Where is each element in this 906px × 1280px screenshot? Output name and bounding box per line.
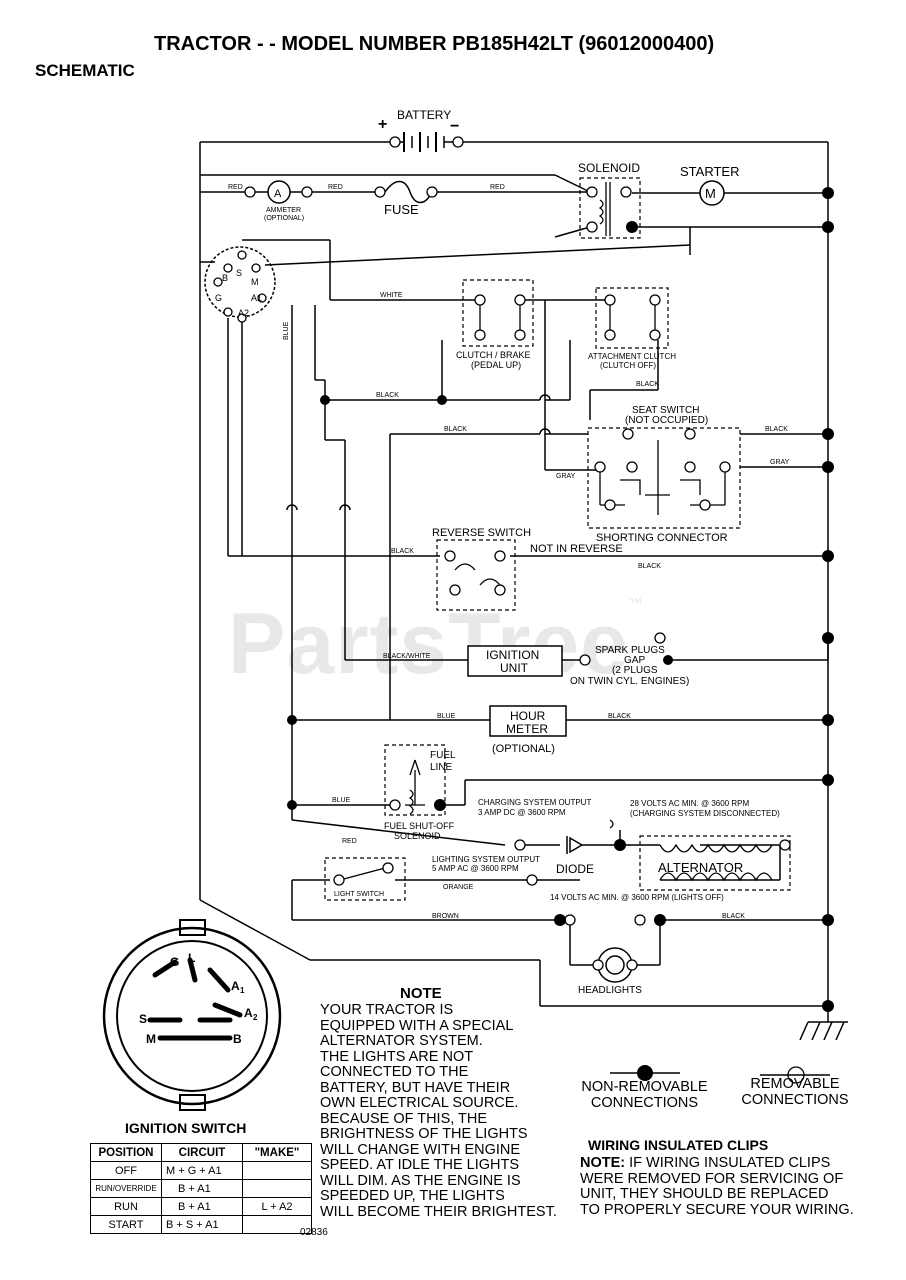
- table-header-row: POSITION CIRCUIT "MAKE": [90, 1143, 312, 1162]
- fuel-shutoff-label-1: FUEL SHUT-OFF: [384, 821, 455, 831]
- knob-g: G: [170, 955, 179, 969]
- key-terminal-g: G: [215, 293, 222, 303]
- wire-black-2: BLACK: [444, 426, 467, 433]
- hour-meter-label-1: HOUR: [510, 709, 546, 723]
- wire-red-4: RED: [342, 838, 357, 845]
- table-row: START B + S + A1: [90, 1215, 312, 1234]
- ignition-switch-title: IGNITION SWITCH: [125, 1120, 247, 1136]
- wire-red-2: RED: [328, 184, 343, 191]
- table-row: RUN B + A1 L + A2: [90, 1197, 312, 1216]
- legend-non-removable: NON-REMOVABLE CONNECTIONS: [581, 1079, 708, 1111]
- diode-label: DIODE: [556, 862, 594, 876]
- battery-minus: −: [450, 118, 459, 135]
- knob-a1: A: [231, 979, 240, 993]
- twin-cyl-label: ON TWIN CYL. ENGINES): [570, 676, 689, 687]
- not-occupied-label: (NOT OCCUPIED): [625, 415, 708, 426]
- wire-black-5: BLACK: [391, 548, 414, 555]
- wire-black-6: BLACK: [638, 563, 661, 570]
- ammeter-optional: (OPTIONAL): [264, 215, 304, 222]
- clutch-off-label: (CLUTCH OFF): [600, 361, 656, 370]
- key-terminal-b: B: [222, 273, 228, 283]
- not-in-reverse-label: NOT IN REVERSE: [530, 543, 623, 555]
- ignition-unit-label-2: UNIT: [500, 661, 529, 675]
- gap-label: GAP: [624, 655, 645, 666]
- wire-gray-2: GRAY: [770, 459, 790, 466]
- two-plugs-label: (2 PLUGS: [612, 665, 658, 676]
- table-row: RUN/OVERRIDE B + A1: [90, 1179, 312, 1198]
- wire-black-1: BLACK: [376, 392, 399, 399]
- fuel-shutoff-label-2: SOLENOID: [394, 831, 441, 841]
- lighting-output-label-2: 5 AMP AC @ 3600 RPM: [432, 864, 519, 873]
- ammeter-a: A: [274, 188, 282, 200]
- wire-brown: BROWN: [432, 913, 459, 920]
- knob-m: M: [146, 1032, 156, 1046]
- headlights-label: HEADLIGHTS: [578, 985, 642, 996]
- wire-black-white: BLACK/WHITE: [383, 653, 431, 660]
- wire-blue-2: BLUE: [437, 713, 456, 720]
- ignition-switch-table: POSITION CIRCUIT "MAKE" OFF M + G + A1 R…: [90, 1143, 312, 1234]
- light-switch-label: LIGHT SWITCH: [334, 891, 384, 898]
- charging-output-label-2: 3 AMP DC @ 3600 RPM: [478, 808, 566, 817]
- note-title: NOTE: [400, 985, 442, 1002]
- wire-red-1: RED: [228, 184, 243, 191]
- wire-black-4: BLACK: [765, 426, 788, 433]
- attachment-clutch-label: ATTACHMENT CLUTCH: [588, 352, 676, 361]
- wire-white: WHITE: [380, 292, 403, 299]
- reverse-switch-label: REVERSE SWITCH: [432, 527, 531, 539]
- key-terminal-m: M: [251, 277, 259, 287]
- legend-removable: REMOVABLE CONNECTIONS: [741, 1076, 849, 1108]
- ignition-unit-label-1: IGNITION: [486, 648, 539, 662]
- lighting-output-label-1: LIGHTING SYSTEM OUTPUT: [432, 855, 540, 864]
- solenoid-label: SOLENOID: [578, 161, 640, 175]
- key-terminal-s: S: [236, 268, 242, 278]
- battery-label: BATTERY: [397, 108, 451, 122]
- wire-gray-1: GRAY: [556, 473, 576, 480]
- seat-switch-label: SEAT SWITCH: [632, 405, 699, 416]
- starter-motor-m: M: [705, 186, 716, 201]
- table-row: OFF M + G + A1: [90, 1161, 312, 1180]
- knob-b: B: [233, 1032, 242, 1046]
- ammeter-label: AMMETER: [266, 207, 301, 214]
- key-terminal-a1: A1: [251, 293, 262, 303]
- volts14-label: 14 VOLTS AC MIN. @ 3600 RPM (LIGHTS OFF): [550, 893, 724, 902]
- charging-output-label-1: CHARGING SYSTEM OUTPUT: [478, 798, 591, 807]
- knob-a2: A: [244, 1006, 253, 1020]
- page-subtitle: SCHEMATIC: [35, 61, 135, 80]
- key-terminal-a2: A2: [238, 308, 249, 318]
- volts28-label-1: 28 VOLTS AC MIN. @ 3600 RPM: [630, 799, 749, 808]
- drawing-code: 02836: [300, 1227, 328, 1238]
- battery-plus: +: [378, 116, 387, 133]
- hour-meter-label-2: METER: [506, 722, 548, 736]
- volts28-label-2: (CHARGING SYSTEM DISCONNECTED): [630, 809, 780, 818]
- fuel-line-label-1: FUEL: [430, 750, 456, 761]
- wire-blue-3: BLUE: [332, 797, 351, 804]
- page-title: TRACTOR - - MODEL NUMBER PB185H42LT (960…: [154, 33, 715, 55]
- wire-black-7: BLACK: [608, 713, 631, 720]
- wire-red-3: RED: [490, 184, 505, 191]
- note-text: YOUR TRACTOR IS EQUIPPED WITH A SPECIAL …: [320, 1002, 557, 1220]
- clips-note: NOTE: IF WIRING INSULATED CLIPS WERE REM…: [580, 1155, 854, 1218]
- shorting-connector-label: SHORTING CONNECTOR: [596, 532, 728, 544]
- pedal-up-label: (PEDAL UP): [471, 360, 521, 370]
- fuel-line-label-2: LINE: [430, 762, 453, 773]
- knob-a2-sub: 2: [253, 1013, 258, 1022]
- wire-blue-1: BLUE: [283, 321, 290, 340]
- wire-black-8: BLACK: [722, 913, 745, 920]
- clutch-brake-label: CLUTCH / BRAKE: [456, 350, 531, 360]
- ignition-switch-drawing: G L A 1 A 2 S M B: [102, 919, 282, 1111]
- clips-title: WIRING INSULATED CLIPS: [588, 1137, 769, 1153]
- wire-black-3: BLACK: [636, 381, 659, 388]
- hour-meter-optional: (OPTIONAL): [492, 743, 555, 755]
- starter-label: STARTER: [680, 164, 739, 179]
- fuse-label: FUSE: [384, 202, 419, 217]
- knob-a1-sub: 1: [240, 986, 245, 995]
- alternator-label: ALTERNATOR: [658, 860, 743, 875]
- knob-l: L: [188, 951, 195, 965]
- wire-orange: ORANGE: [443, 884, 474, 891]
- knob-s: S: [139, 1012, 147, 1026]
- spark-plugs-label: SPARK PLUGS: [595, 645, 665, 656]
